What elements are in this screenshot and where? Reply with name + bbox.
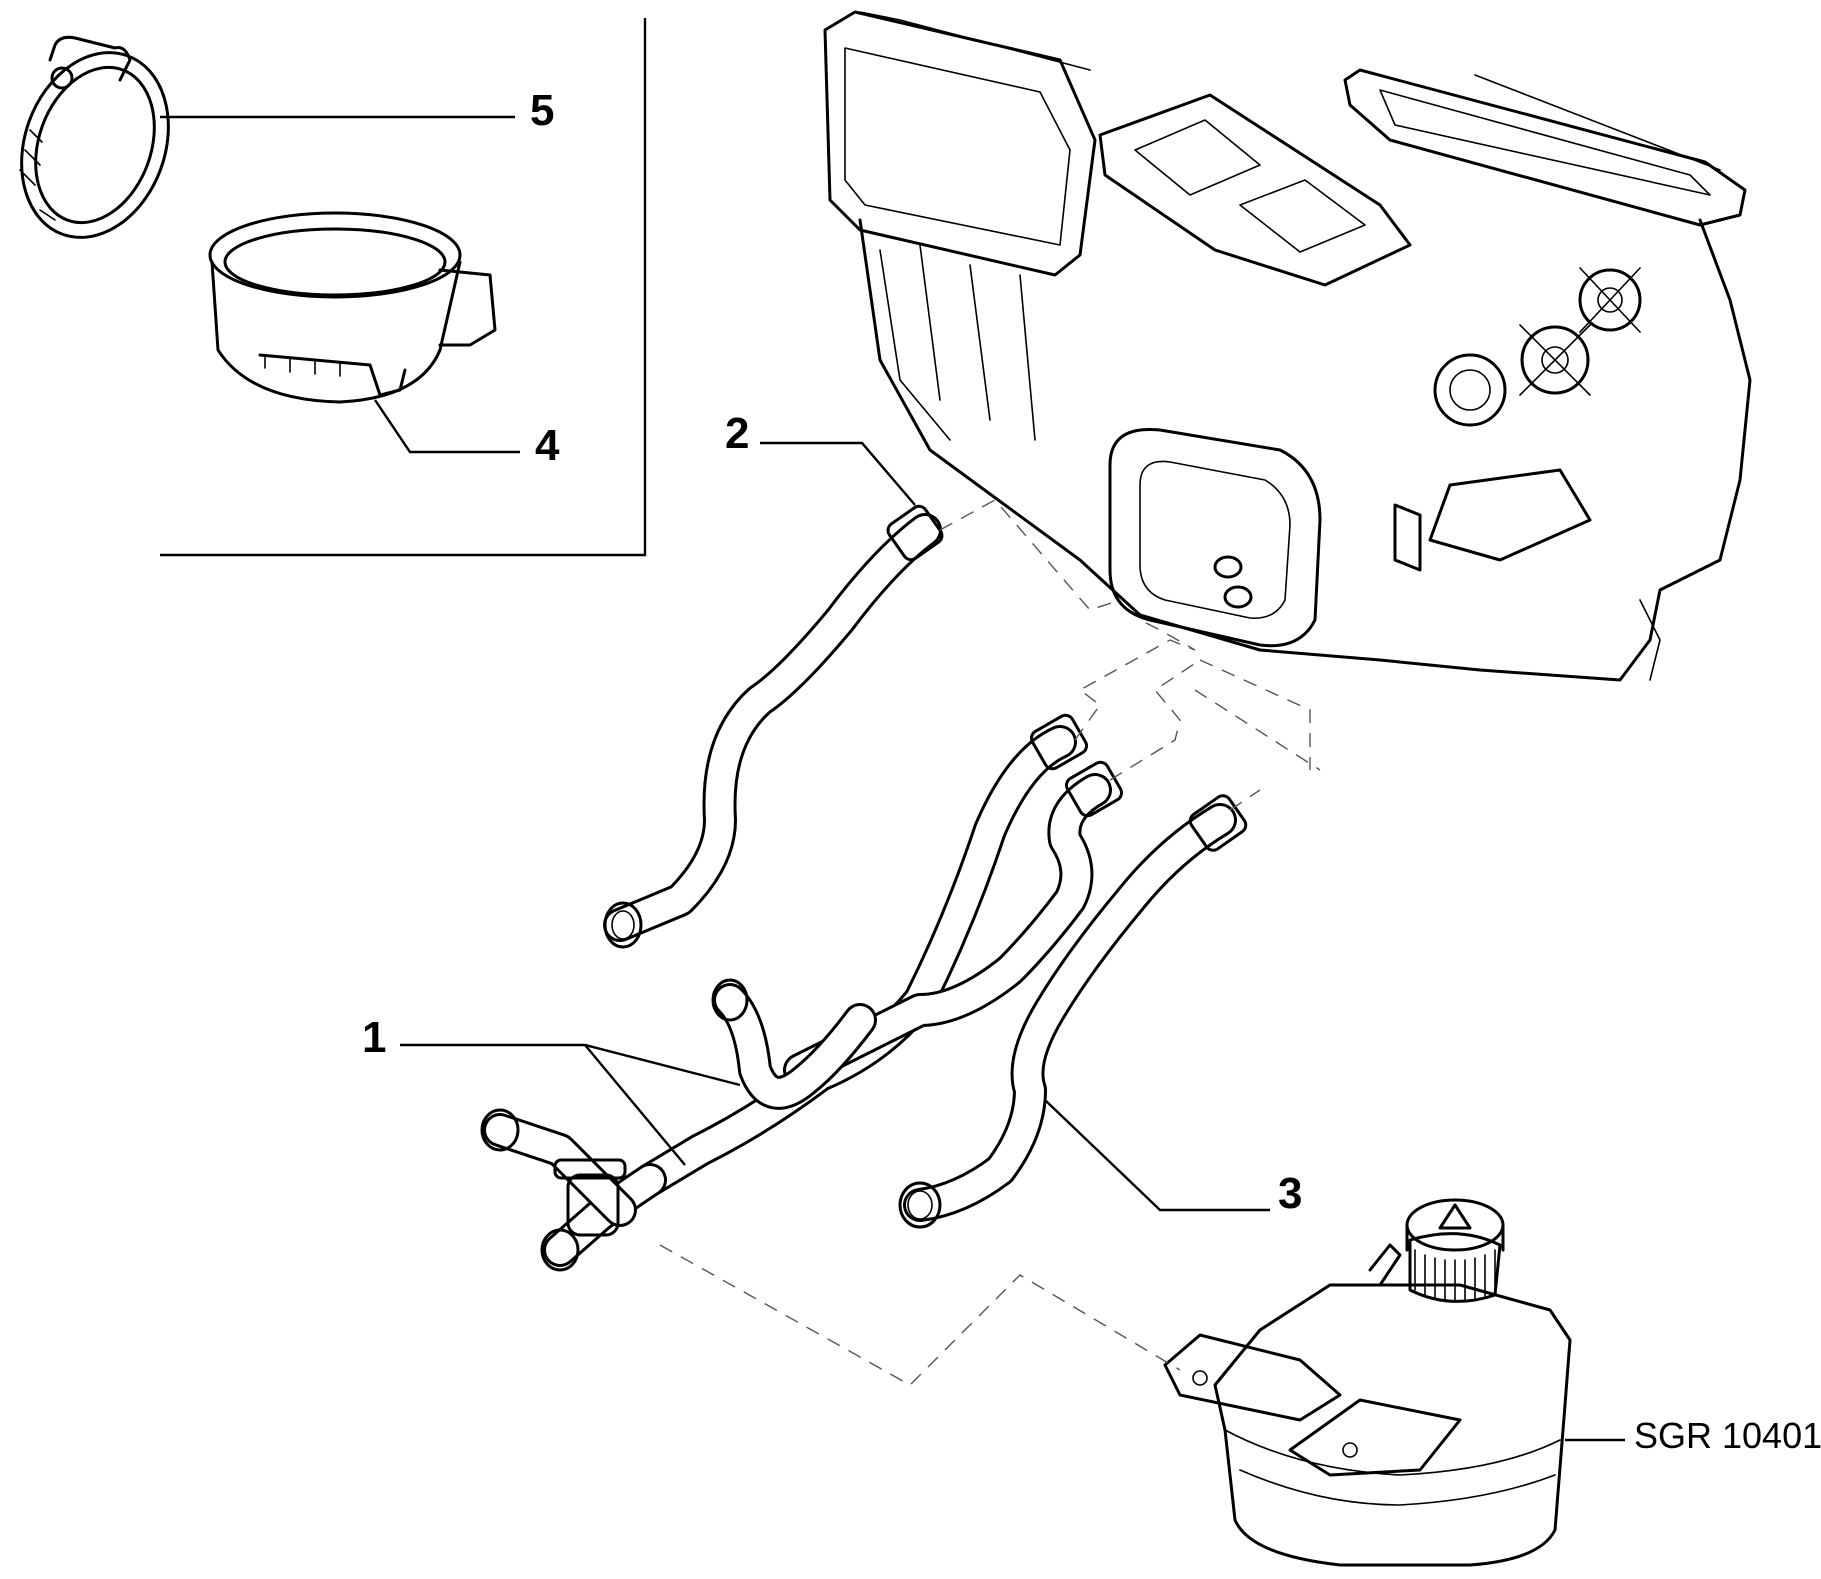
hvac-heater-unit bbox=[823, 10, 1752, 682]
part-3-hose[interactable] bbox=[898, 793, 1270, 1229]
reference-code: SGR 10401 bbox=[1634, 1415, 1821, 1456]
expansion-tank bbox=[1163, 1198, 1625, 1567]
callout-4: 4 bbox=[535, 421, 560, 470]
part-5-hose-clamp[interactable] bbox=[0, 32, 515, 258]
callout-2: 2 bbox=[725, 409, 749, 458]
part-4-band-clamp[interactable] bbox=[208, 211, 520, 454]
callout-1: 1 bbox=[362, 1013, 386, 1062]
callout-5: 5 bbox=[530, 86, 554, 135]
part-2-hose[interactable] bbox=[603, 441, 945, 949]
assembly-guide-lines bbox=[659, 499, 1321, 1386]
callout-3: 3 bbox=[1278, 1169, 1302, 1218]
part-1-hose-assembly[interactable] bbox=[400, 712, 1124, 1272]
clamp-inset-frame bbox=[160, 18, 647, 557]
